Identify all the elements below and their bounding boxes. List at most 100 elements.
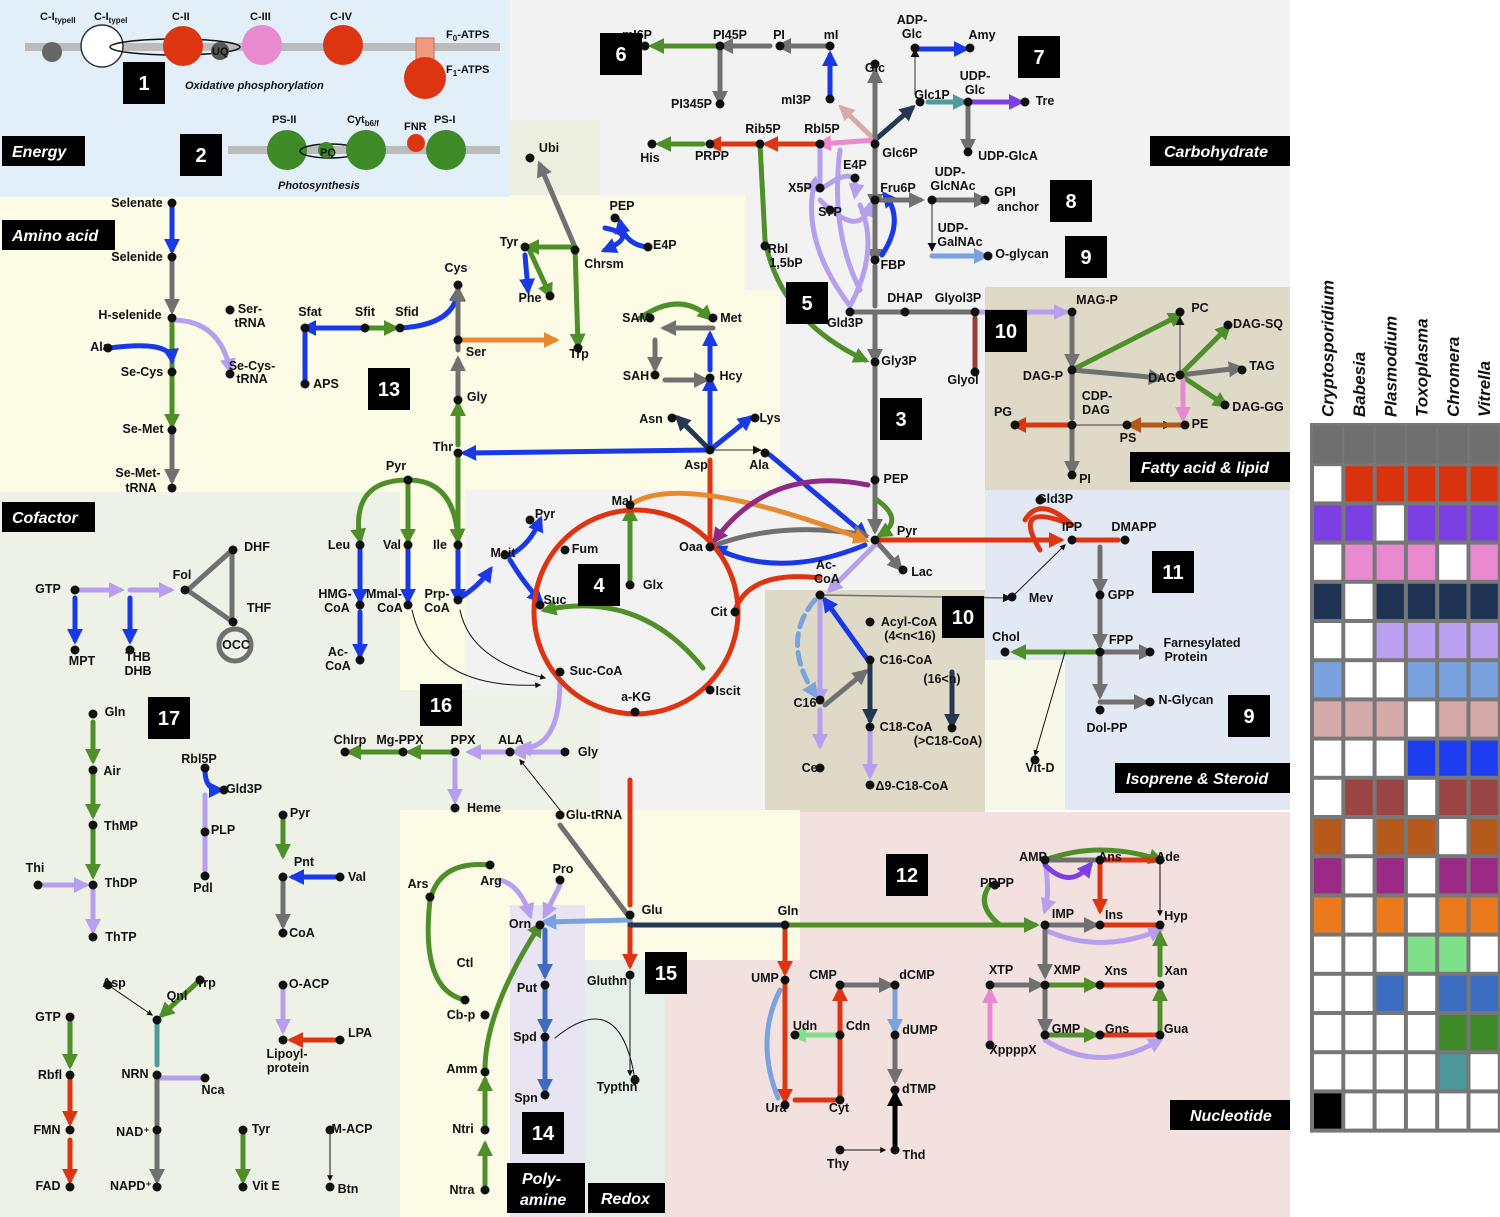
category-isoprene-steroid: Isoprene & Steroid [1126,771,1269,788]
node-C18CoA [865,722,875,732]
edge-61 [169,317,236,375]
pathway-number-box [1152,551,1194,593]
label-dTMP: dTMP [902,1082,936,1096]
legend-cell [1470,583,1498,619]
edge-101 [710,542,868,566]
node-Gld3Pc [219,785,229,795]
label-Iscit: Iscit [715,684,741,698]
label-Thd: Thd [903,1148,926,1162]
label-Mcit: Mcit [491,546,517,560]
label-FPP: FPP [1109,633,1133,647]
label-PS: PS [1120,431,1137,445]
label-PI: PI [773,28,785,42]
label-Xns: Xns [1105,964,1128,978]
label-PLP: PLP [211,823,235,837]
label-Thr: Thr [433,440,453,454]
pathway-number-box [123,62,165,104]
node-Amm [480,1067,490,1077]
node-Sfat [300,323,310,333]
label-Spd: Spd [513,1030,537,1044]
label-mI3P: mI3P [781,93,811,107]
occ-ring [216,626,254,664]
label-Asp: Asp [684,458,708,472]
node-Ars [425,892,435,902]
label-Cdn: Cdn [846,1019,870,1033]
node-GlyA [560,747,570,757]
node-PRPP2 [990,880,1000,890]
label-mI: mI [824,28,839,42]
node-E4P_s [643,242,653,252]
node-Gly [453,395,463,405]
category-cofactor: Cofactor [12,510,79,527]
node-Ura [780,1100,790,1110]
node-PRPP [705,139,715,149]
label-UDPGlcNAc1: UDP- [935,165,966,179]
label-Asn: Asn [639,412,663,426]
node-Qnl [152,1015,162,1025]
node-ValC [335,872,345,882]
label-Gly: Gly [467,390,487,404]
pathway-number: 16 [430,695,452,717]
pathway-number-box [1018,36,1060,78]
edge-51 [537,160,578,250]
legend-cell [1470,544,1498,580]
node-Thd [890,1145,900,1155]
node-DAGSQ [1223,320,1233,330]
category-nucleotide: Nucleotide [1190,1108,1272,1125]
node-Sfit [360,323,370,333]
label-Chlrp: Chlrp [334,733,367,747]
node-MPT [70,645,80,655]
legend-cell [1376,740,1404,776]
legend-cell [1376,975,1404,1011]
node-Oglycan [983,251,993,261]
label-Ala: Ala [90,340,111,354]
edge-134 [187,549,233,591]
label-Glc6P: Glc6P [882,146,917,160]
legend-cell [1407,897,1436,933]
pathway-number: 12 [896,865,918,887]
label-MgPPX: Mg-PPX [376,733,424,747]
label-GMP: GMP [1052,1022,1080,1036]
legend-cell [1439,819,1467,855]
label-GlutRNA: Glu-tRNA [566,808,622,822]
node-PEP [870,475,880,485]
pq-label: PQ [320,147,336,159]
label-Trp: Trp [569,347,589,361]
pathway-number-box [600,33,642,75]
edge-114 [822,668,869,708]
node-FMN [65,1125,75,1135]
edge-53 [525,244,553,300]
label-Typthn: Typthn [597,1080,638,1094]
node-dTMP [890,1085,900,1095]
node-Arg [485,860,495,870]
oxidative-phosphorylation: C-ItypeII C-ItypeI C-II C-III C-IV UQ F0… [25,11,500,99]
legend-cell [1345,936,1373,972]
legend-cell [1376,544,1404,580]
node-GlutRNA [555,810,565,820]
node-PLP [200,827,210,837]
node-PyrC [278,810,288,820]
node-FBP [870,255,880,265]
legend-cell [1439,936,1467,972]
label-Glc: Glc [865,61,885,75]
node-GPI1 [980,195,990,205]
legend-cell [1407,701,1436,737]
label-UDPGlc2: Glc [965,83,985,97]
label-Tyr: Tyr [500,235,519,249]
node-PEP_s [610,213,620,223]
node-C16 [815,695,825,705]
label-Glc1P: Glc1P [914,88,949,102]
node-SeCys [167,367,177,377]
legend-cell [1345,858,1373,894]
edge-42 [1177,323,1232,378]
label-Ala2: Ala [749,458,770,472]
label-Trp2: Trp [196,976,216,990]
label-SucCoA: Suc-CoA [570,664,623,678]
legend-cell [1314,1093,1342,1129]
label-IPP: IPP [1062,520,1082,534]
label-Ntra: Ntra [449,1183,475,1197]
label-Cer: Cer [802,761,823,775]
label-Chol: Chol [992,630,1020,644]
edge-43 [1177,361,1245,378]
